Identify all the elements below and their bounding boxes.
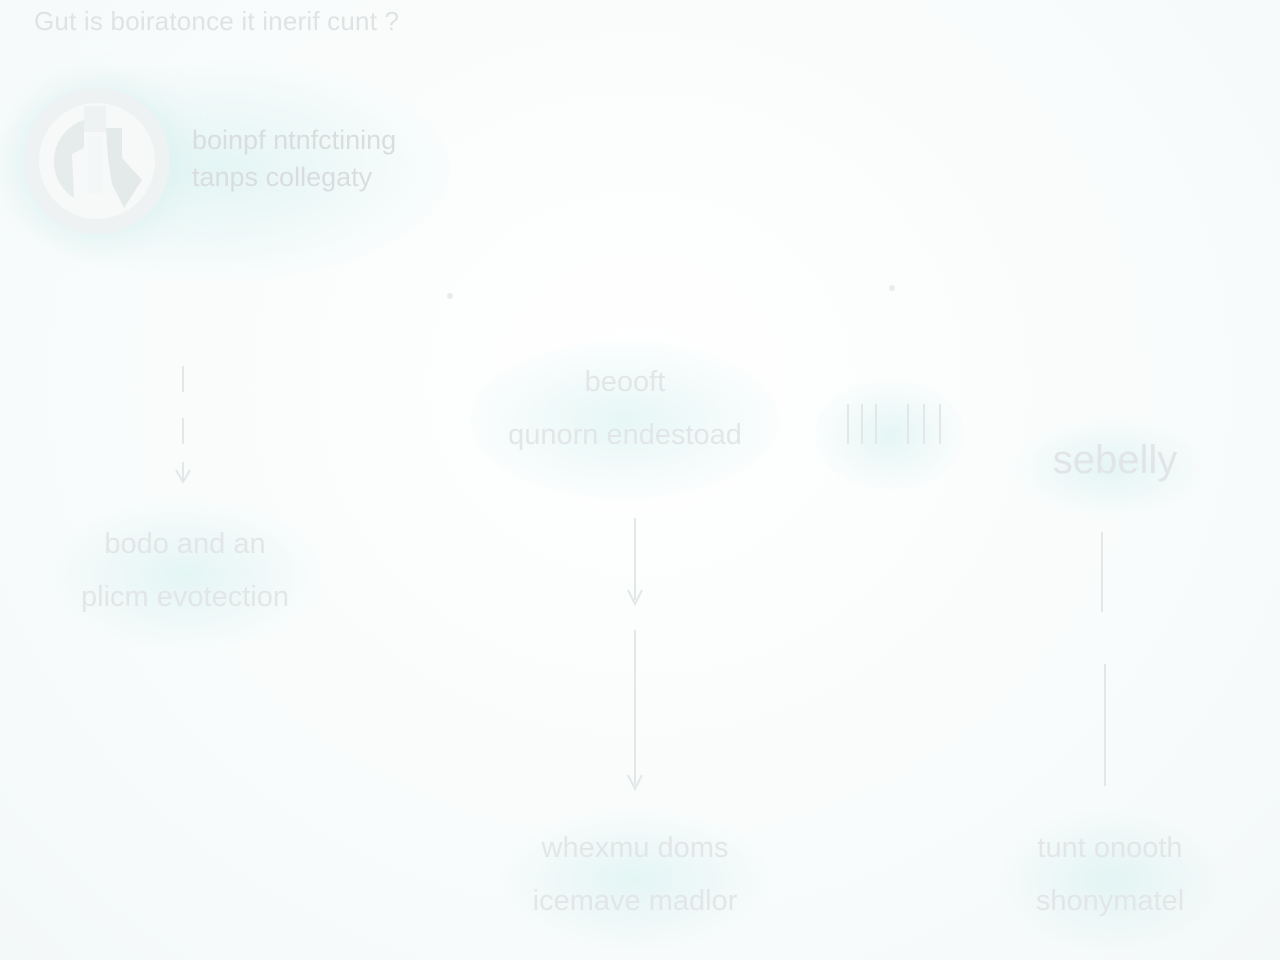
node-right-top: sebelly [1052, 438, 1178, 482]
left-arrowhead [175, 469, 191, 484]
faint-dot-2 [889, 285, 895, 291]
node-center-bottom-glow [500, 810, 770, 950]
header-subtitle: boinpf ntnfctining tanps collegaty [192, 122, 396, 196]
center-arrowhead-1 [627, 589, 643, 607]
node-left-bottom: bodo and an plicm evotection [60, 518, 310, 624]
globe-figure-logo-icon [24, 88, 170, 234]
node-center-top-line-2: qunorn endestoad [508, 419, 742, 451]
logo-graphic [39, 103, 155, 219]
node-center-top: beooft qunorn endestoad [480, 356, 770, 462]
node-left-bottom-glow [50, 500, 320, 650]
node-center-top-glow [470, 340, 780, 500]
subtitle-line-1: boinpf ntnfctining [192, 125, 397, 155]
node-center-bottom: whexmu doms icemave madlor [495, 822, 775, 928]
node-center-bottom-line-1: whexmu doms [541, 832, 729, 864]
center-arrowhead-2 [627, 774, 643, 792]
node-right-bottom: tunt onooth shonymatel [1005, 822, 1215, 928]
node-right-top-glow [1015, 420, 1205, 515]
node-right-bottom-line-2: shonymatel [1035, 885, 1185, 917]
node-right-bottom-line-1: tunt onooth [1037, 832, 1183, 864]
node-left-bottom-line-1: bodo and an [104, 528, 266, 560]
subtitle-line-2: tanps collegaty [192, 162, 373, 192]
node-right-bottom-glow [1000, 810, 1220, 950]
faint-dot-1 [447, 293, 453, 299]
node-left-bottom-line-2: plicm evotection [81, 581, 289, 613]
node-center-bottom-line-2: icemave madlor [532, 885, 738, 917]
node-center-top-line-1: beooft [584, 366, 666, 398]
diagram-title: Gut is boiratonce it inerif cunt ? [34, 6, 400, 36]
node-bars-glow [815, 380, 965, 490]
